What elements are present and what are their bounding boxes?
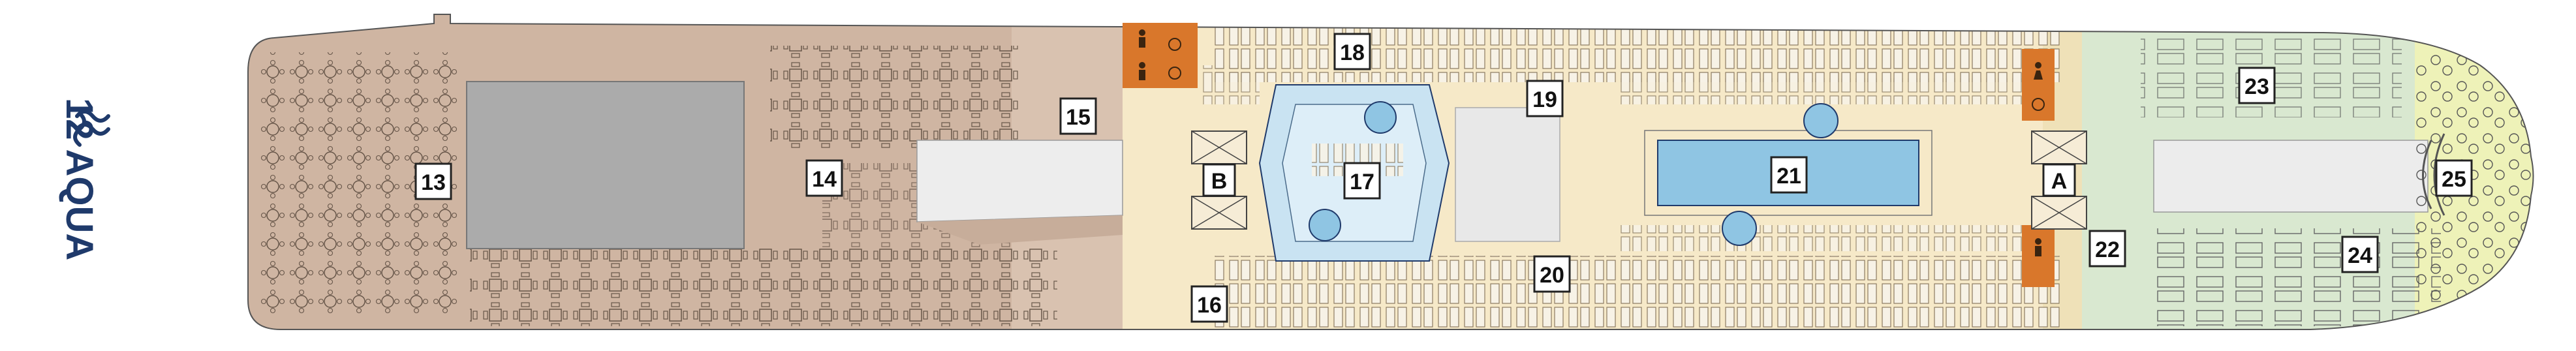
area-marker-label: 22 bbox=[2095, 237, 2120, 262]
area-marker-15[interactable]: 15 bbox=[1059, 97, 1097, 135]
upper-whirlpool-north bbox=[1364, 101, 1397, 134]
area-marker-label: 13 bbox=[421, 170, 446, 195]
stairwell-label: B bbox=[1211, 169, 1228, 194]
area-marker-21[interactable]: 21 bbox=[1770, 156, 1808, 194]
area-marker-label: 20 bbox=[1540, 263, 1564, 288]
restroom-female-icon bbox=[2034, 62, 2043, 80]
restroom-aft bbox=[1123, 23, 1198, 88]
area-marker-label: 21 bbox=[1777, 164, 1801, 189]
area-marker-label: 19 bbox=[1532, 87, 1557, 112]
deck-title-group: 12 AQUA bbox=[58, 98, 110, 260]
area-marker-16[interactable]: 16 bbox=[1190, 285, 1228, 323]
upper-whirlpool-south bbox=[1309, 209, 1341, 241]
area-marker-24[interactable]: 24 bbox=[2341, 236, 2379, 273]
deck-title: 12 AQUA bbox=[58, 98, 101, 260]
hull-outline bbox=[247, 14, 2534, 330]
aft-core-block bbox=[466, 81, 745, 249]
area-marker-20[interactable]: 20 bbox=[1533, 255, 1571, 293]
whirlpool-north bbox=[1803, 103, 1839, 138]
area-marker-18[interactable]: 18 bbox=[1333, 33, 1371, 70]
restroom-male-icon bbox=[1139, 29, 1145, 80]
area-marker-22[interactable]: 22 bbox=[2088, 230, 2126, 267]
area-marker-14[interactable]: 14 bbox=[805, 159, 843, 197]
restroom-forward-upper bbox=[2022, 49, 2055, 121]
area-markers: 13 14 15 16 17 18 19 20 21 22 23 24 25 bbox=[414, 33, 2473, 323]
area-marker-label: 24 bbox=[2348, 243, 2372, 268]
area-marker-label: 23 bbox=[2244, 74, 2269, 99]
area-marker-13[interactable]: 13 bbox=[414, 162, 452, 200]
aqua-waves-icon bbox=[73, 110, 110, 147]
restroom-forward-lower bbox=[2022, 225, 2055, 287]
upper-pool-area bbox=[1258, 84, 1450, 262]
deck-zones bbox=[248, 14, 2534, 329]
restroom-accessible-icon bbox=[1168, 38, 1181, 80]
whirlpool-south bbox=[1722, 211, 1757, 246]
area-marker-23[interactable]: 23 bbox=[2238, 67, 2276, 104]
stairwell-b[interactable]: B bbox=[1191, 130, 1247, 230]
area-marker-label: 25 bbox=[2442, 167, 2466, 192]
stairwell-label: A bbox=[2051, 169, 2068, 194]
stairwell-a[interactable]: A bbox=[2031, 130, 2087, 230]
area-marker-25[interactable]: 25 bbox=[2435, 159, 2473, 197]
area-marker-label: 18 bbox=[1340, 40, 1365, 65]
area-marker-label: 14 bbox=[812, 167, 837, 192]
area-marker-label: 17 bbox=[1350, 170, 1374, 194]
area-marker-19[interactable]: 19 bbox=[1526, 80, 1564, 117]
area-marker-label: 15 bbox=[1066, 105, 1091, 130]
area-marker-17[interactable]: 17 bbox=[1343, 162, 1381, 200]
area-marker-label: 16 bbox=[1197, 293, 1222, 318]
